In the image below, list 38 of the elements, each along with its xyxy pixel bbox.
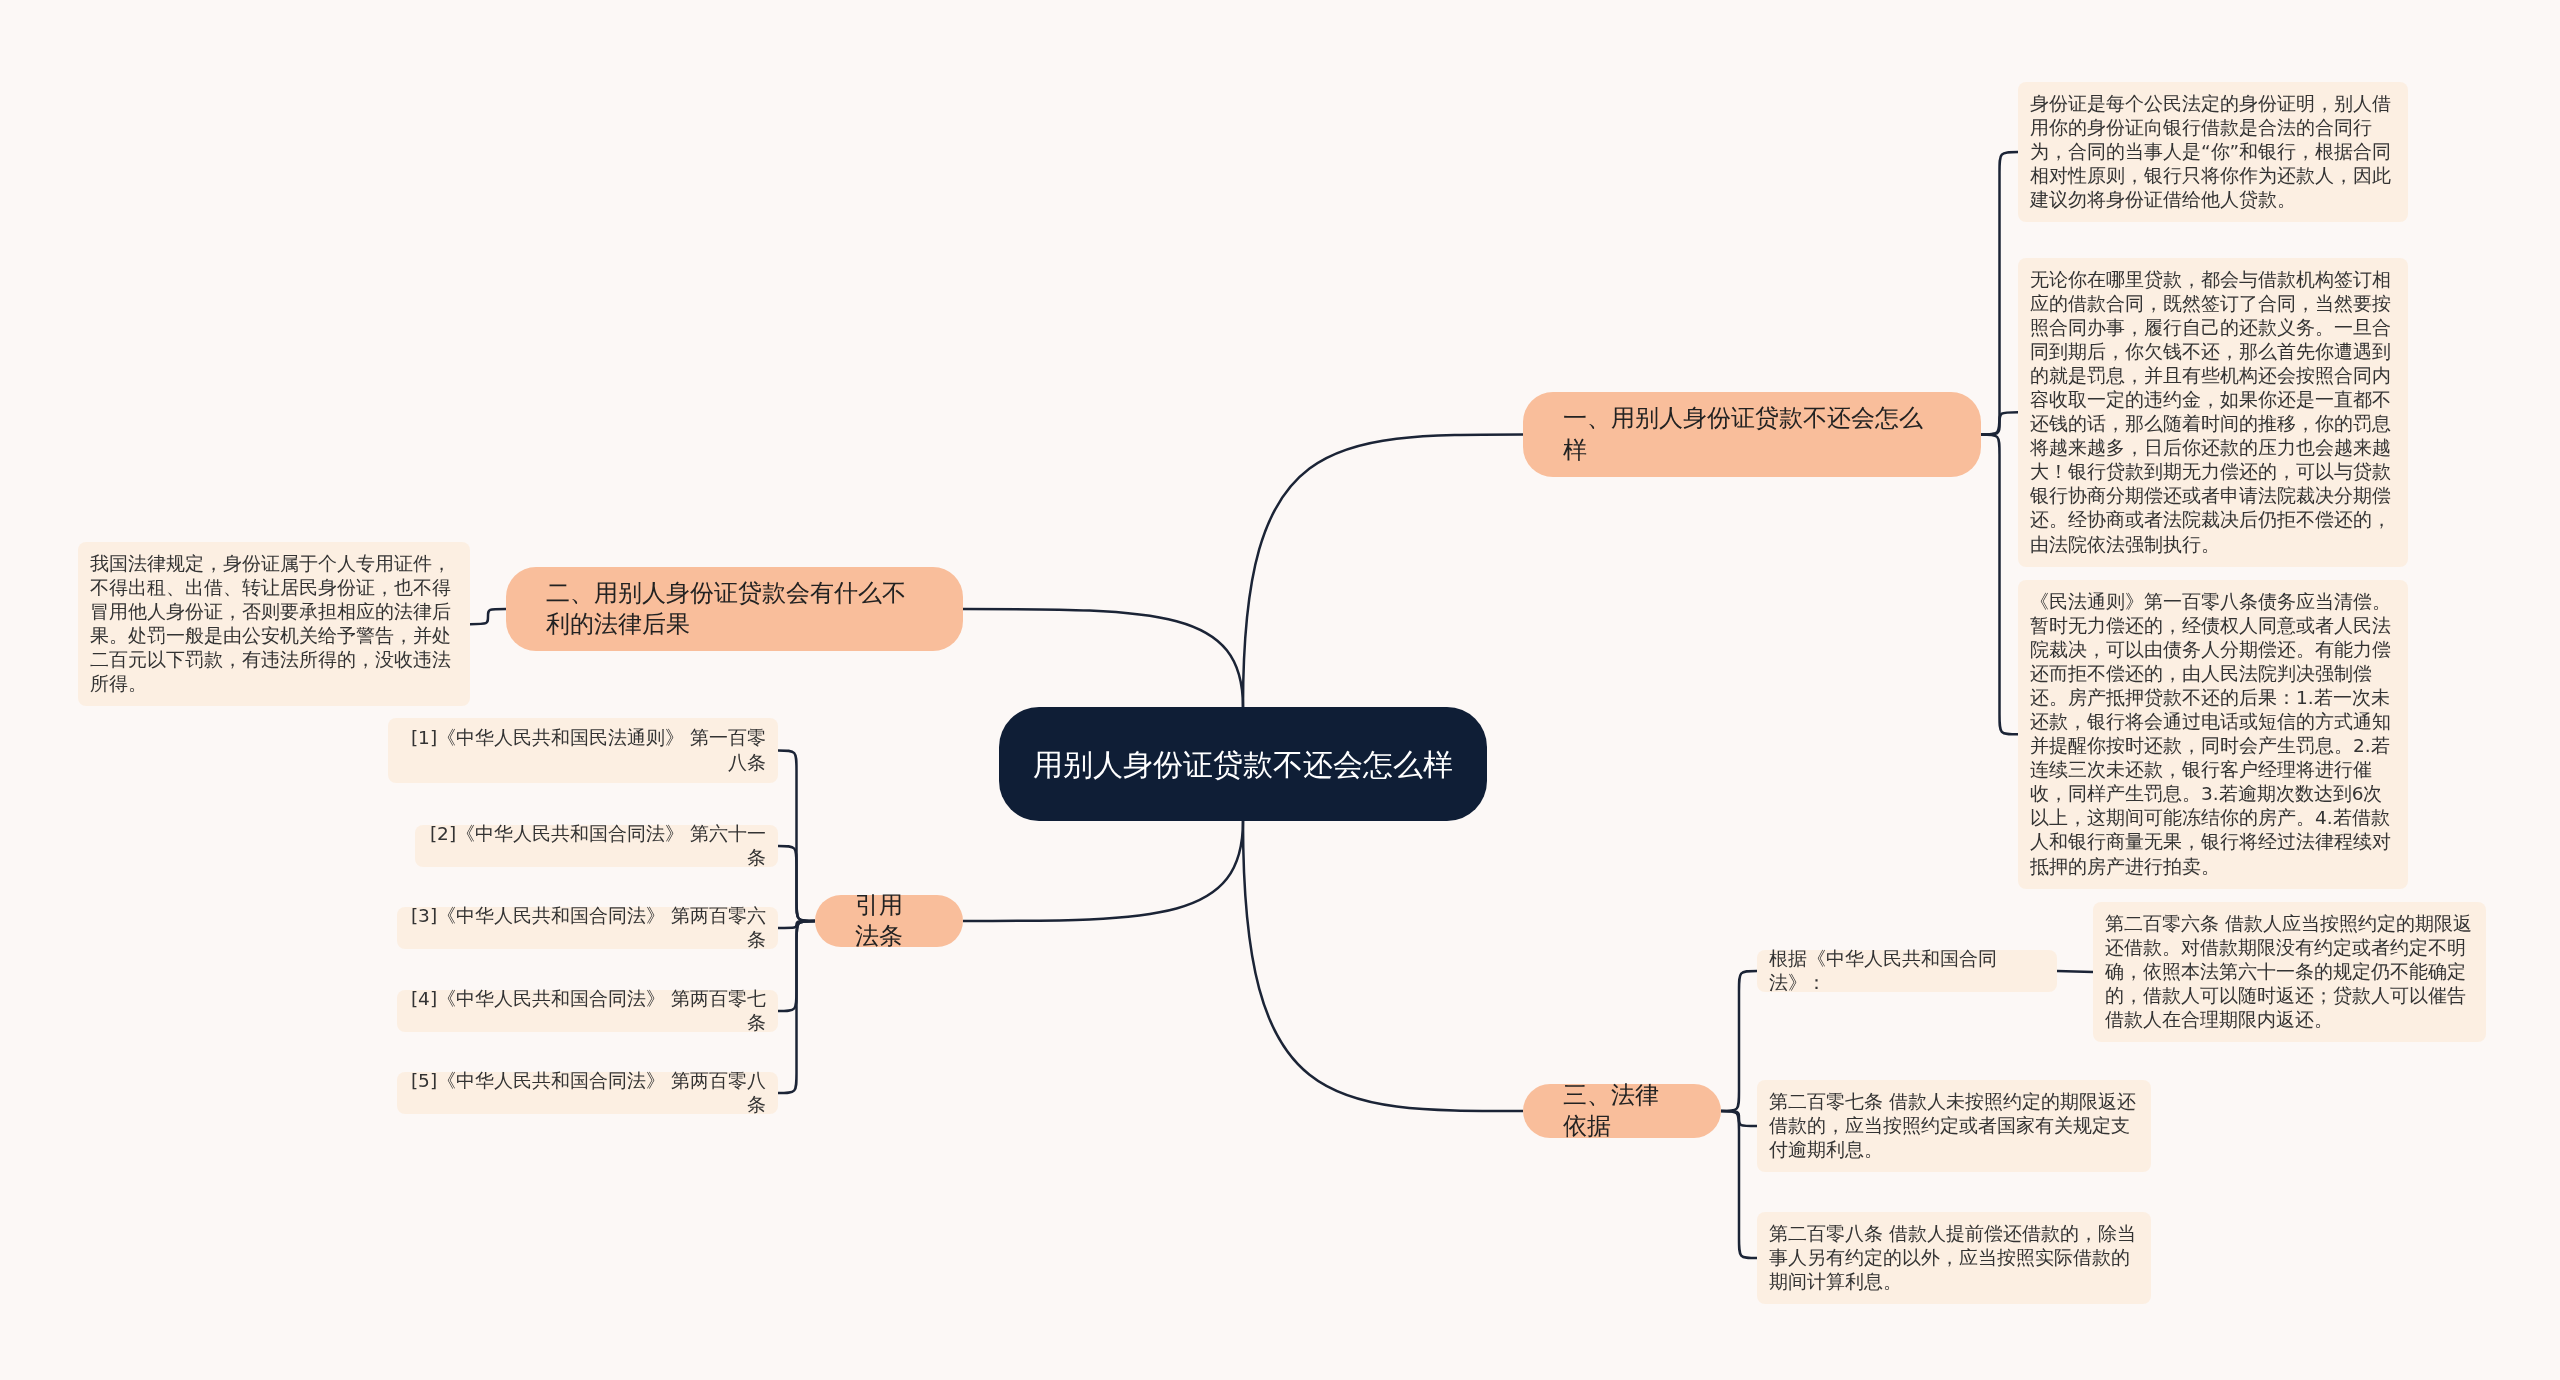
branch-topic-box [506,567,963,651]
central-topic-text: 用别人身份证贷款不还会怎么样 [1033,745,1453,784]
note-text: [5]《中华人民共和国合同法》 第两百零八条 [409,1068,766,1117]
note-box [78,542,470,707]
note-box [2018,82,2408,223]
note-box [2093,902,2486,1043]
note-text: 无论你在哪里贷款，都会与借款机构签订相应的借款合同，既然签订了合同，当然要按照合同办事，履行自己的还款义务。一旦合同到期后，你欠钱不还，那么首先你遭遇到的就是罚息，并且有些机构还会按照合同内容收取一定的违约金，如果你还是一直都不还钱的话，那么随着时间的推移，你的罚息将越来越多，日后你还款的压力也会越来越大！银行贷款到期无力偿还的，可以与贷款银行协商分期偿还或者申请法院裁决分期偿还。经协商或者法院裁决后仍拒不偿还的，由法院依法强制执行。 [2030,268,2392,557]
connector-line [1241,820,1523,1113]
connector-line [470,607,506,626]
note-text: 第二百零八条 借款人提前偿还借款的，除当事人另有约定的以外，应当按照实际借款的期间计算利息。 [1769,1222,2137,1295]
note-text: 第二百零七条 借款人未按照约定的期限返还借款的，应当按照约定或者国家有关规定支付逾期利息。 [1769,1090,2137,1163]
note-text: 我国法律规定，身份证属于个人专用证件，不得出租、出借、转让居民身份证，也不得冒用他人身份证，否则要承担相应的法律后果。处罚一般是由公安机关给予警告，并处二百元以下罚款，有违法所得的，没收违法所得。 [90,552,452,697]
branch-topic-text: 一、用别人身份证贷款不还会怎么样 [1563,403,1924,466]
connector-line [963,607,1245,708]
note-box [1757,950,2057,992]
branch-topic-text: 二、用别人身份证贷款会有什么不利的法律后果 [546,577,907,640]
note-text: [2]《中华人民共和国合同法》 第六十一条 [428,821,766,870]
central-topic-box [999,707,1487,821]
branch-topic-box [1523,1084,1721,1138]
branch-topic-box [815,895,963,947]
note-box [397,1072,778,1114]
note-text: [3]《中华人民共和国合同法》 第两百零六条 [409,903,766,952]
note-text: 《民法通则》第一百零八条债务应当清偿。暂时无力偿还的，经债权人同意或者人民法院裁决，可以由债务人分期偿还。有能力偿还而拒不偿还的，由人民法院判决强制偿还。房产抵押贷款不还的后果：1.若一次未还款，银行将会通过电话或短信的方式通知并提醒你按时还款，同时会产生罚息。2.若连续三次未还款，银行客户经理将进行催收，同样产生罚息。3.若逾期次数达到6次以上，这期间可能冻结你的房产。4.若借款人和银行商量无果，银行将经过法律程续对抵押的房产进行拍卖。 [2030,590,2392,879]
branch-topic-text: 引用法条 [855,889,904,952]
connector-line [2056,969,2094,974]
note-text: 第二百零六条 借款人应当按照约定的期限返还借款。对借款期限没有约定或者约定不明确，依照本法第六十一条的规定仍不能确定的，借款人可以随时返还；贷款人可以催告借款人在合理期限内返还。 [2105,912,2473,1033]
note-box [1757,1080,2151,1173]
note-box [397,990,778,1032]
note-text: [1]《中华人民共和国民法通则》 第一百零八条 [409,726,766,775]
note-text: [4]《中华人民共和国合同法》 第两百零七条 [409,986,766,1035]
branch-topic-box [1523,392,1981,477]
note-box [1757,1212,2151,1305]
note-box [397,907,778,949]
branch-topic-text: 三、法律依据 [1563,1079,1660,1142]
note-box [415,825,778,867]
note-text: 身份证是每个公民法定的身份证明，别人借用你的身份证向银行借款是合法的合同行为，合同的当事人是“你”和银行，根据合同相对性原则，银行只将你作为还款人，因此建议勿将身份证借给他人贷款。 [2030,92,2393,213]
note-text: 根据《中华人民共和国合同法》： [1769,946,1998,995]
note-box [388,718,778,783]
